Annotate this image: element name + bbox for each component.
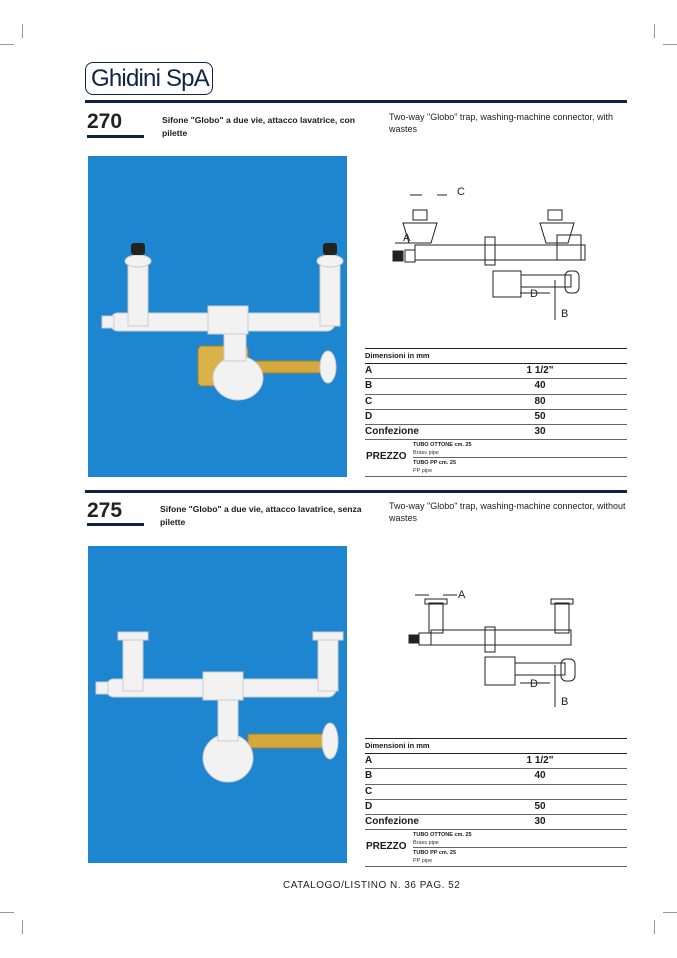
row-label: D xyxy=(365,410,373,422)
brand-logo-text: Ghidini SpA xyxy=(91,65,210,92)
product-code: 270 xyxy=(87,110,123,133)
price-option-title: TUBO OTTONE cm. 25 xyxy=(413,832,472,839)
price-option-title: TUBO PP cm. 25 xyxy=(413,850,456,857)
crop-mark xyxy=(663,44,677,45)
crop-mark xyxy=(22,920,23,934)
section-rule xyxy=(85,100,627,103)
technical-diagram: A D B xyxy=(385,565,595,720)
dim-label-d: D xyxy=(530,678,538,690)
crop-mark xyxy=(0,44,14,45)
product-title-en: Two-way "Globo" trap, washing-machine co… xyxy=(389,501,626,523)
table-row: B 40 xyxy=(365,379,627,395)
row-value: 1 1/2" xyxy=(526,755,554,766)
row-label: C xyxy=(365,785,373,797)
table-row: C 80 xyxy=(365,395,627,410)
table-row: D 50 xyxy=(365,800,627,816)
dimensions-table: Dimensioni in mm A 1 1/2" B 40 C 80 D 50 Con… xyxy=(365,348,627,478)
row-value: 80 xyxy=(534,395,546,407)
technical-diagram: C A D B xyxy=(385,175,595,330)
table-row: Confezione 30 xyxy=(365,815,627,831)
row-label: Confezione xyxy=(365,816,419,828)
row-label: D xyxy=(365,800,373,812)
dim-label-a: A xyxy=(403,232,411,244)
price-option-subtitle: Brass pipe xyxy=(413,450,439,457)
crop-mark xyxy=(22,24,23,38)
row-value: 1 1/2" xyxy=(526,365,554,376)
dim-label-b: B xyxy=(561,696,568,708)
dim-label-b: B xyxy=(561,308,568,320)
price-label: PREZZO xyxy=(366,841,407,853)
table-row: D 50 xyxy=(365,410,627,426)
crop-mark xyxy=(654,24,655,38)
page-footer: CATALOGO/LISTINO N. 36 PAG. 52 xyxy=(283,880,461,891)
row-label: B xyxy=(365,770,373,782)
price-label: PREZZO xyxy=(366,451,407,463)
price-option-subtitle: PP pipe xyxy=(413,858,433,865)
row-value: 50 xyxy=(534,410,546,422)
dim-label-a: A xyxy=(458,589,466,601)
table-row: B 40 xyxy=(365,769,627,785)
price-option-title: TUBO OTTONE cm. 25 xyxy=(413,442,472,449)
table-header: Dimensioni in mm xyxy=(365,348,627,364)
product-photo xyxy=(88,546,347,863)
table-row: A 1 1/2" xyxy=(365,754,627,770)
product-title-it: Sifone "Globo" a due vie, attacco lavatr… xyxy=(160,504,362,527)
code-underline xyxy=(87,135,144,138)
product-code: 275 xyxy=(87,499,123,522)
row-value: 40 xyxy=(534,380,546,392)
product-title-it: Sifone "Globo" a due vie, attacco lavatr… xyxy=(162,115,355,138)
price-option-subtitle: PP pipe xyxy=(413,468,433,475)
product-title-en: Two-way "Globo" trap, washing-machine co… xyxy=(389,112,613,134)
table-row: A 1 1/2" xyxy=(365,364,627,380)
row-label: B xyxy=(365,380,373,392)
row-label: C xyxy=(365,395,373,407)
row-value: 50 xyxy=(534,800,546,812)
price-option-subtitle: Brass pipe xyxy=(413,840,439,847)
dim-label-c: C xyxy=(457,186,465,198)
crop-mark xyxy=(654,920,655,934)
dim-label-d: D xyxy=(530,288,538,300)
row-label: A xyxy=(365,365,373,376)
price-option-title: TUBO PP cm. 25 xyxy=(413,460,456,467)
row-value: 40 xyxy=(534,770,546,782)
table-row: Confezione 30 xyxy=(365,425,627,441)
product-photo xyxy=(88,156,347,477)
row-label: A xyxy=(365,755,373,766)
row-value: 30 xyxy=(534,426,546,438)
table-header: Dimensioni in mm xyxy=(365,738,627,754)
code-underline xyxy=(87,523,144,526)
table-row: C xyxy=(365,785,627,800)
crop-mark xyxy=(0,912,14,913)
row-label: Confezione xyxy=(365,426,419,438)
crop-mark xyxy=(663,912,677,913)
dimensions-table: Dimensioni in mm A 1 1/2" B 40 C D 50 Confe… xyxy=(365,738,627,868)
row-value: 30 xyxy=(534,816,546,828)
brand-logo: Ghidini SpA xyxy=(85,62,213,95)
section-rule xyxy=(85,490,627,493)
